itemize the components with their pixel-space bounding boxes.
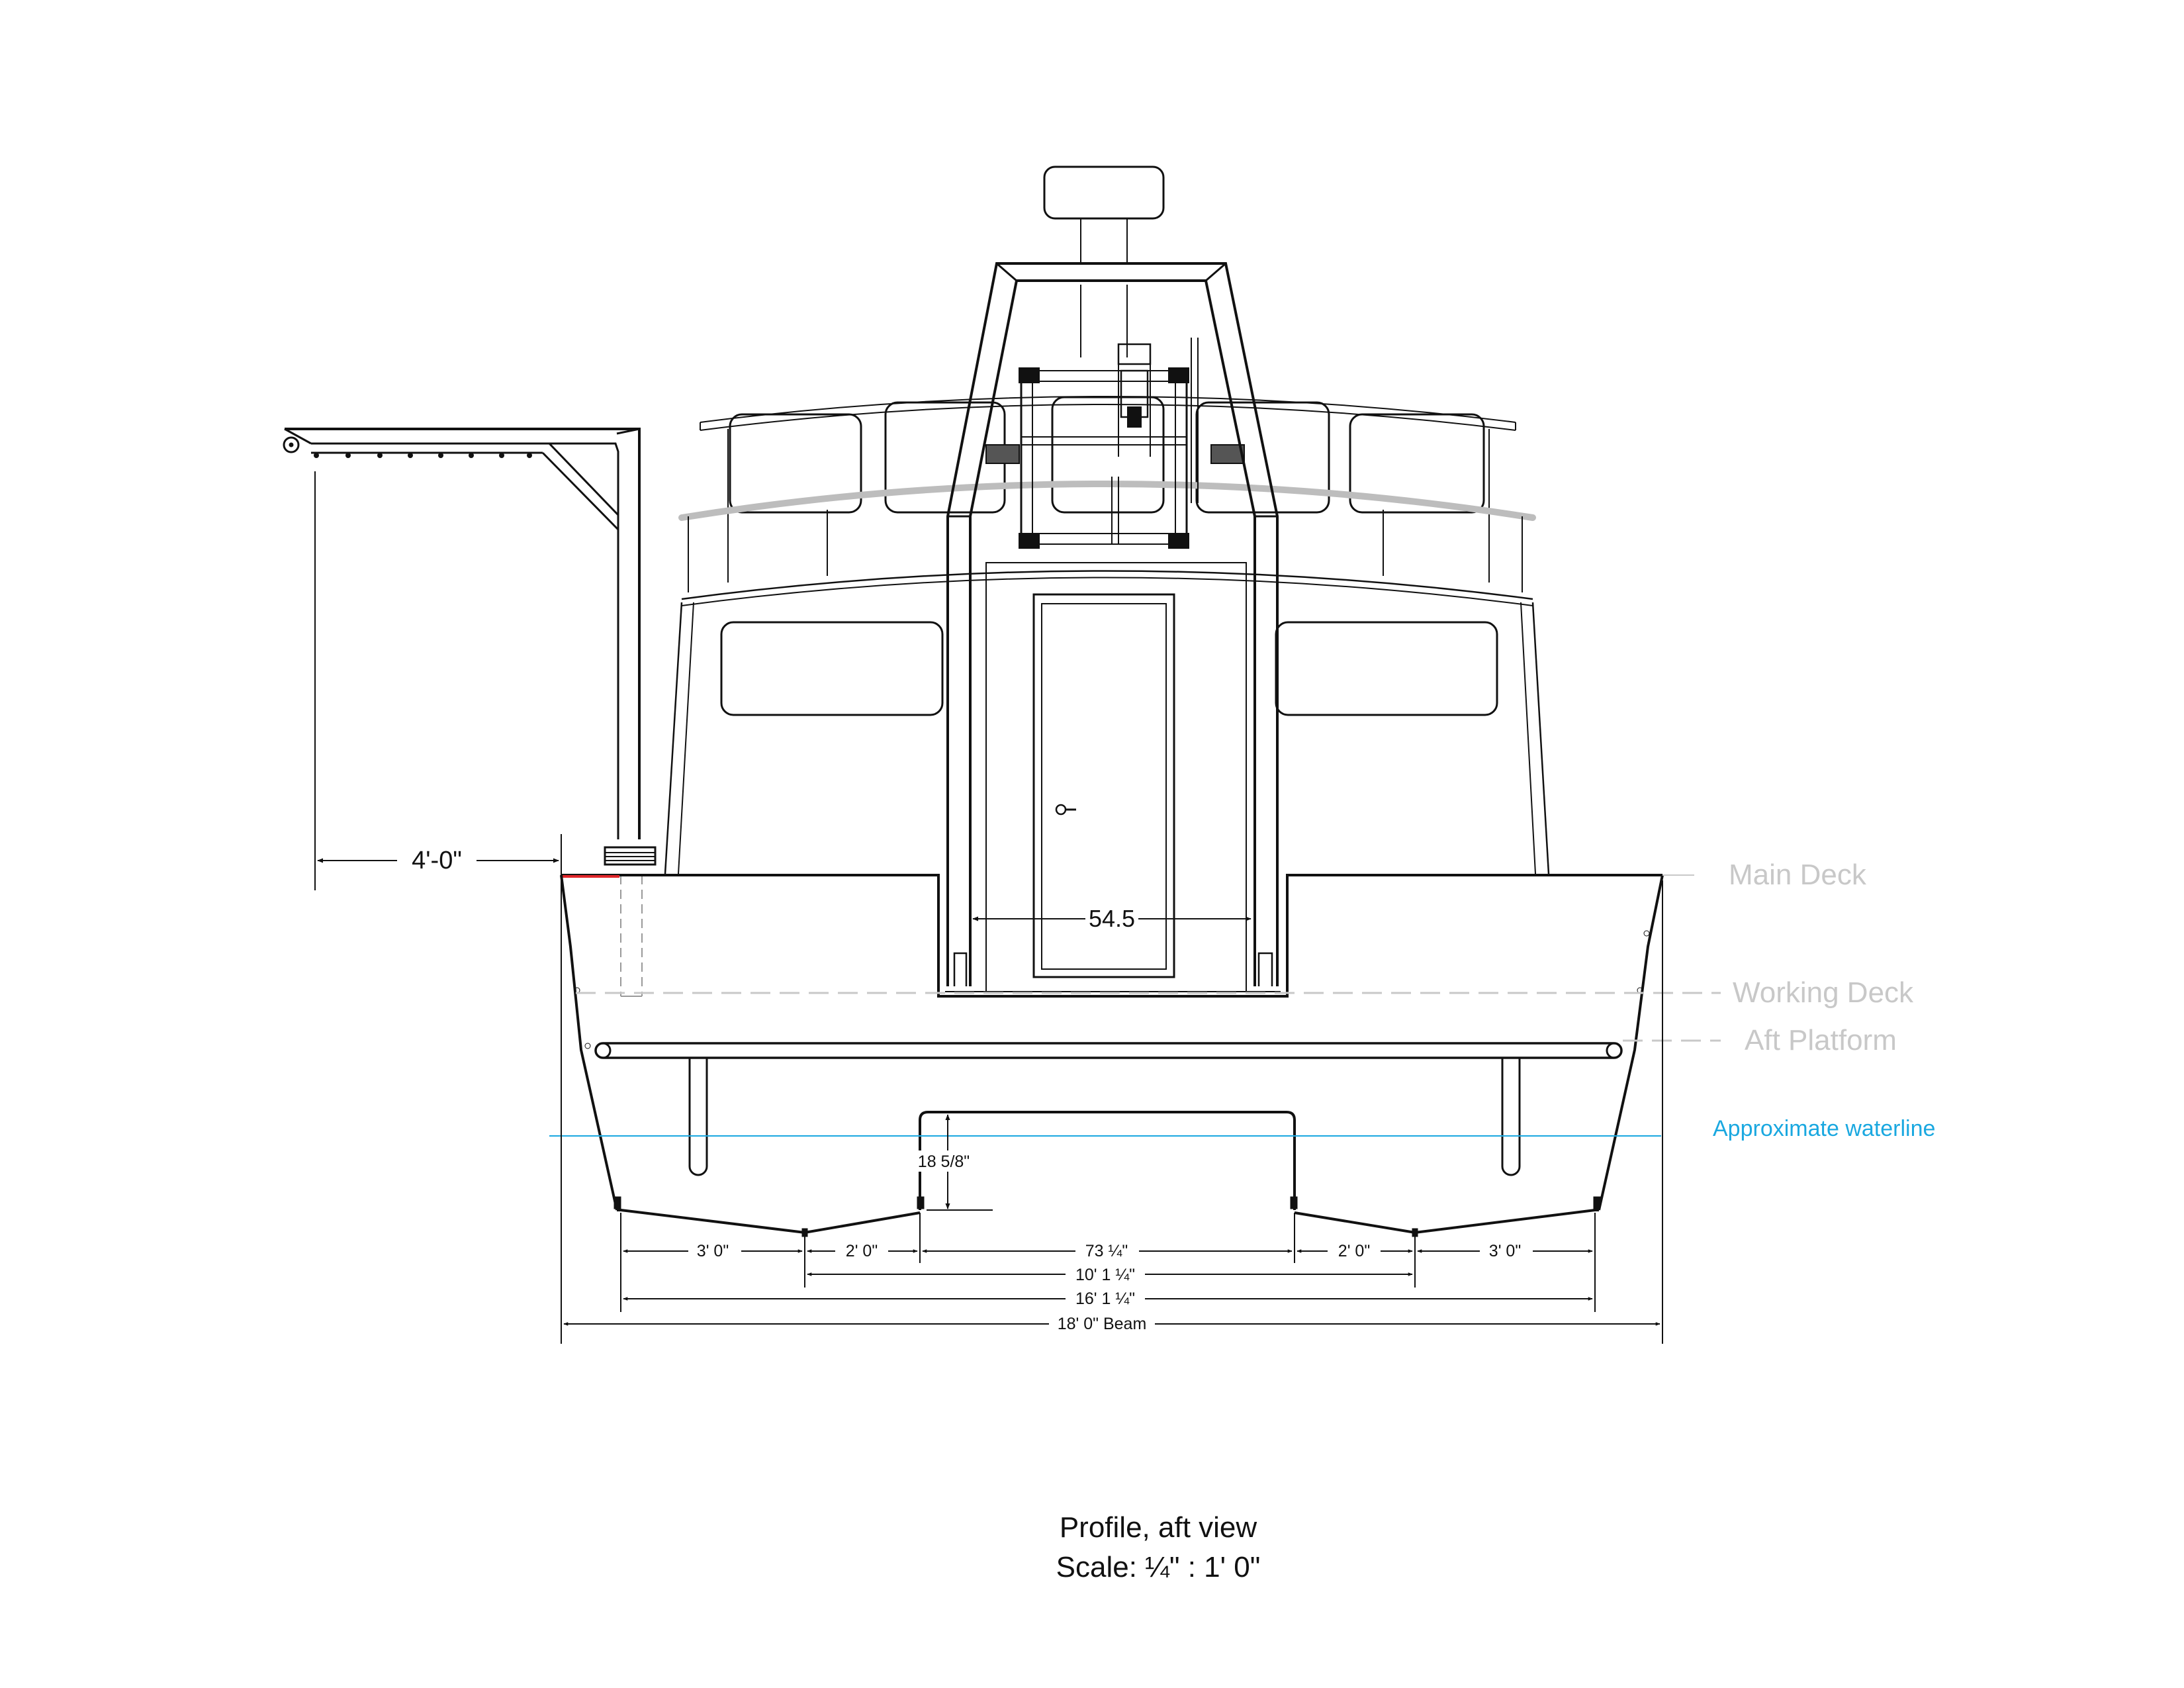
crane-bolts [314,453,532,458]
reference-lines [549,874,1721,1137]
seg-right-2-label: 2' 0" [1338,1242,1370,1260]
seg-left-2-label: 2' 0" [846,1242,878,1260]
working-deck-label: Working Deck [1733,976,1914,1009]
upper-window [1349,413,1485,514]
keel-depth-label: 18 5/8" [918,1152,970,1171]
door-opening-label: 54.5 [1089,905,1135,932]
crane-sheave [283,436,300,453]
door-handle [1055,804,1067,816]
main-deck-label: Main Deck [1729,859,1867,891]
dimension-labels: 4'-0" 54.5 18 5/8" 3' 0" 2' 0" 73 ¼" 2' … [397,846,1533,1335]
a-frame-arch [946,262,1279,986]
upper-window [1051,396,1165,514]
seg-left-3-label: 3' 0" [697,1242,729,1260]
hull [560,874,1664,1237]
davit-frame [985,338,1245,549]
overhang-label: 4'-0" [412,847,462,874]
caption-scale: Scale: ¼" : 1' 0" [1056,1551,1261,1583]
aft-platform-label: Aft Platform [1745,1024,1897,1056]
span-16-label: 16' 1 ¼" [1075,1289,1135,1308]
caption: Profile, aft view Scale: ¼" : 1' 0" [1056,1511,1261,1583]
crane [283,428,657,997]
reference-labels: Main Deck Working Deck Aft Platform Appr… [1713,859,1935,1141]
beam-label: 18' 0" Beam [1058,1315,1147,1333]
caption-title: Profile, aft view [1060,1511,1257,1544]
dimensions [314,471,1663,1344]
cabin [664,396,1550,992]
aft-platform [594,1042,1623,1059]
lower-window [720,621,944,716]
waterline-label: Approximate waterline [1713,1116,1935,1141]
seg-right-3-label: 3' 0" [1489,1242,1521,1260]
lower-window [1275,621,1498,716]
radar-dome [1043,165,1165,220]
door [1032,593,1175,978]
grab-rail [678,481,1536,521]
upper-window [1195,401,1330,514]
seg-center-label: 73 ¼" [1085,1242,1128,1260]
mast [1043,165,1165,357]
upper-window [729,413,862,514]
hinge-block [985,444,1020,464]
hinge-block [1210,444,1245,464]
span-10-label: 10' 1 ¼" [1075,1266,1135,1284]
